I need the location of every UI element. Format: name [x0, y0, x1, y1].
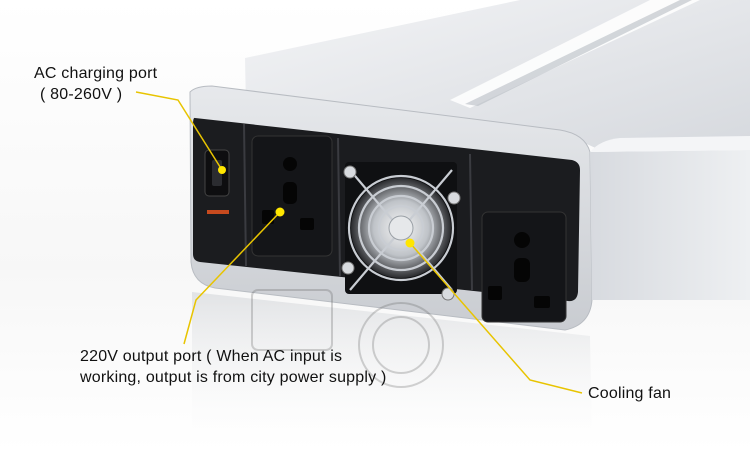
- callout-lines: [135, 91, 583, 394]
- output-port-caption-line2: working, output is from city power suppl…: [80, 369, 387, 386]
- ac-port-caption: AC charging port ( 80-260V ): [34, 63, 157, 105]
- fan-screw: [341, 261, 355, 275]
- socket-hole: [283, 157, 297, 171]
- ac-port-leader: [135, 91, 223, 171]
- cooling-fan-caption: Cooling fan: [588, 385, 672, 402]
- output-port-caption: 220V output port ( When AC input is work…: [80, 346, 387, 388]
- ac-port-caption-title: AC charging port: [34, 65, 158, 82]
- top-rail: [465, 0, 692, 106]
- panel-divider: [469, 153, 473, 291]
- side-edge: [590, 136, 750, 152]
- socket-hole: [534, 296, 550, 308]
- fan-marker: [405, 238, 415, 248]
- socket-hole: [514, 232, 530, 248]
- fan-leader: [409, 242, 583, 394]
- socket-hole: [262, 210, 274, 224]
- socket-hole: [283, 182, 297, 204]
- socket-hole: [488, 286, 502, 300]
- ac-port-marker: [218, 166, 226, 174]
- ac-input-label: [207, 210, 229, 214]
- floor-reflection: [192, 292, 592, 452]
- fan-screw: [447, 191, 461, 205]
- panel-divider: [337, 137, 341, 277]
- reflection-details: [251, 289, 444, 388]
- ac-port-caption-voltage: ( 80-260V ): [40, 86, 123, 103]
- output-port-marker: [275, 207, 285, 217]
- socket-hole: [514, 258, 530, 282]
- output-port-caption-line1: 220V output port ( When AC input is: [80, 348, 343, 365]
- fan-hub: [388, 215, 414, 241]
- panel-divider: [243, 123, 247, 267]
- output-port-leader: [183, 211, 281, 345]
- fan-screw: [441, 287, 455, 301]
- device-side: [590, 150, 750, 300]
- fan-screw: [343, 165, 357, 179]
- socket-hole: [300, 218, 314, 230]
